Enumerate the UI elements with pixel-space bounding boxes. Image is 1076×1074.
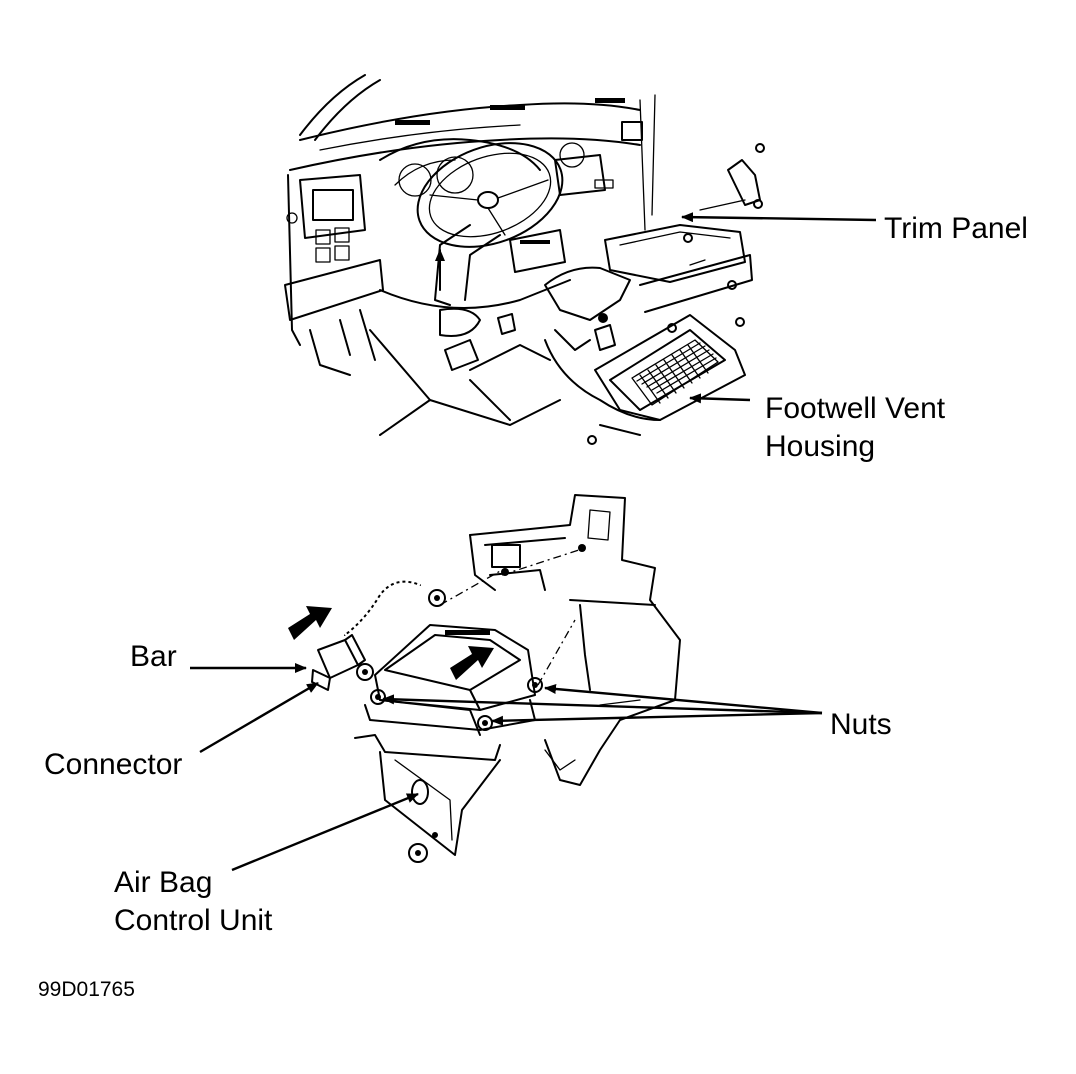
- footwell-vent-label-line1: Footwell Vent: [765, 392, 946, 425]
- air-bag-label-line2: Control Unit: [114, 904, 273, 937]
- connector-leader: [199, 681, 319, 754]
- nuts-leader-3: [491, 711, 823, 726]
- trim-panel-label: Trim Panel: [884, 212, 1028, 245]
- connector-label: Connector: [44, 748, 183, 781]
- leader-lines: [190, 212, 877, 872]
- nuts-label: Nuts: [830, 708, 892, 741]
- footwell-vent-label-line2: Housing: [765, 430, 876, 463]
- bar-label: Bar: [130, 640, 177, 673]
- insertion-arrow-icon: [288, 606, 494, 680]
- air-bag-label-line1: Air Bag: [114, 866, 213, 899]
- control-unit-illustration: [288, 494, 681, 863]
- dashboard-illustration: [284, 74, 765, 445]
- trim-panel-leader: [681, 212, 877, 223]
- figure-reference: 99D01765: [38, 978, 135, 1001]
- air-bag-leader: [231, 792, 419, 872]
- screw-icon: [587, 143, 765, 445]
- nuts-leader-2: [382, 694, 823, 715]
- footwell-vent-leader: [689, 393, 751, 404]
- nuts-leader-1: [544, 684, 823, 715]
- vent-grille: [636, 342, 717, 404]
